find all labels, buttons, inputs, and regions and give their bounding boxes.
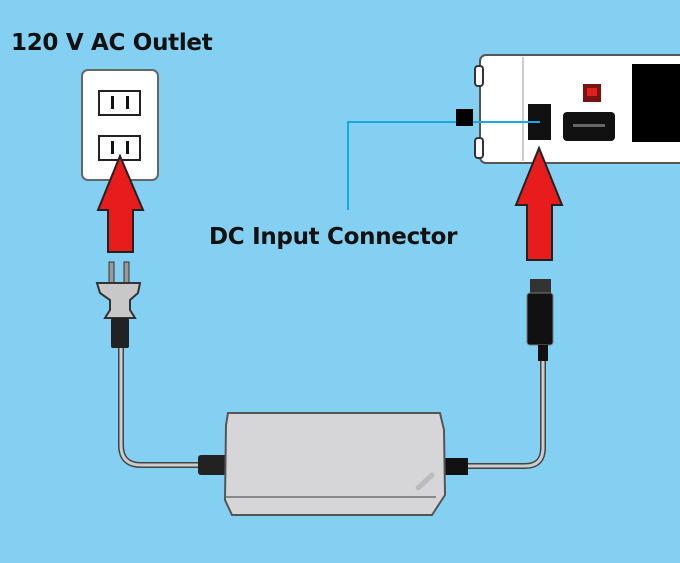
power-cord [118, 342, 546, 469]
arrow-up-icon [96, 153, 145, 253]
wall-outlet [81, 69, 159, 181]
ac-adapter [198, 412, 468, 516]
arrow-up-icon [514, 145, 564, 261]
ac-plug [95, 261, 142, 348]
console [474, 54, 680, 164]
dc-plug [526, 279, 554, 361]
dc-input-label: DC Input Connector [209, 224, 458, 250]
console-front-panel [632, 64, 680, 142]
dc-input-pointer [347, 109, 540, 210]
outlet-label: 120 V AC Outlet [11, 30, 213, 56]
